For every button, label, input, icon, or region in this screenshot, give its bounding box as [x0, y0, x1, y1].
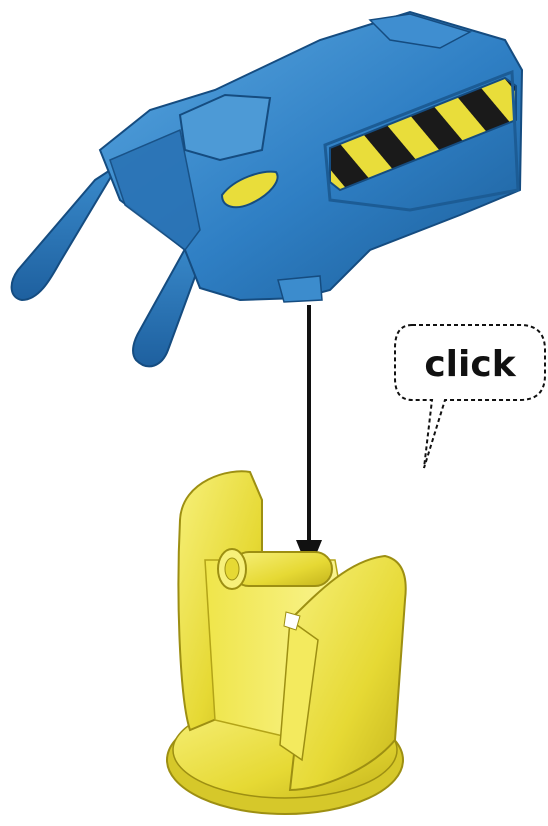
callout-text: click: [424, 344, 516, 385]
blue-cable-clip-icon: [12, 12, 522, 366]
clip-bottom-tab-icon: [278, 276, 322, 302]
clip-leg-left-icon: [12, 165, 118, 300]
yellow-holder-icon: [167, 471, 406, 814]
holder-pin-icon: [218, 549, 332, 589]
click-callout: click: [395, 325, 545, 468]
insertion-arrow-icon: [296, 305, 322, 572]
